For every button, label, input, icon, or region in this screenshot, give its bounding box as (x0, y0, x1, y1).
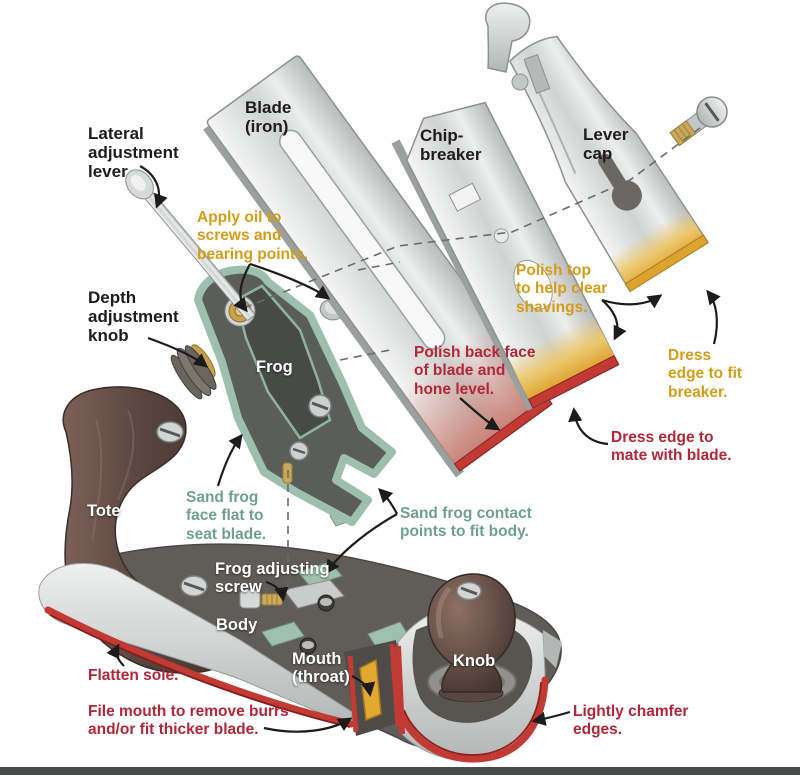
label-frog: Frog (256, 358, 293, 376)
frog-screw-icon (282, 394, 332, 484)
frog-adjusting-screw-illustration (239, 579, 345, 655)
lever-cap-screw-icon (669, 96, 728, 147)
annotation-sand-frog-face: Sand frog face flat to seat blade. (186, 489, 267, 543)
annotation-polish-back: Polish back face of blade and hone level… (414, 344, 536, 398)
annotation-file-mouth: File mouth to remove burrs and/or fit th… (88, 703, 289, 739)
label-lateral-lever: Lateral adjustment lever (88, 124, 179, 182)
annotation-flatten-sole: Flatten sole. (88, 667, 179, 684)
label-blade: Blade (iron) (245, 98, 292, 137)
label-chipbreaker: Chip- breaker (420, 126, 482, 165)
label-knob: Knob (453, 652, 496, 670)
arrow-depth-knob (147, 336, 209, 368)
label-body: Body (216, 616, 258, 634)
arrow-apply-oil-2 (249, 262, 331, 300)
annotation-sand-frog-contact: Sand frog contact points to fit body. (400, 505, 532, 541)
alignment-dashed-lines (243, 127, 701, 598)
annotation-dress-edge-breaker: Dress edge to fit breaker. (668, 347, 743, 401)
arrow-dress-blade (568, 407, 609, 446)
arrow-polish-back (459, 397, 501, 431)
bottom-border-bar (0, 767, 800, 775)
annotation-chamfer-edges: Lightly chamfer edges. (573, 703, 689, 739)
arrow-lateral-lever (139, 165, 168, 209)
arrow-sand-contact-2 (325, 513, 398, 575)
arrow-polish-top-2 (601, 299, 627, 341)
label-lever-cap: Lever cap (583, 125, 629, 164)
tote-screw-icon (156, 421, 184, 443)
annotation-arrows (106, 165, 721, 733)
arrow-flatten-sole (106, 643, 125, 667)
knob-illustration (427, 573, 516, 703)
arrow-sand-face (216, 433, 243, 487)
lever-cap-illustration (485, 2, 709, 293)
arrow-apply-oil-1 (233, 263, 251, 313)
arrow-frog-screw (265, 580, 289, 602)
chipbreaker-illustration (391, 101, 620, 411)
annotation-dress-edge-blade: Dress edge to mate with blade. (611, 429, 732, 465)
tote-base-screw-icon (180, 575, 208, 597)
label-depth-knob: Depth adjustment knob (88, 288, 179, 346)
arrow-dress-breaker (706, 289, 721, 345)
arrow-chamfer (531, 710, 571, 726)
label-mouth: Mouth (throat) (292, 650, 350, 687)
annotation-apply-oil: Apply oil to screws and bearing points. (197, 209, 309, 263)
arrow-file-mouth (263, 717, 353, 733)
sole-illustration (38, 562, 355, 728)
knob-screw-icon (456, 581, 482, 601)
arrow-sand-contact-1 (377, 487, 398, 515)
label-tote: Tote (87, 502, 121, 520)
lateral-lever-illustration (125, 169, 255, 321)
arrow-mouth (351, 675, 376, 697)
blade-illustration (203, 55, 553, 478)
label-frog-adjusting-screw: Frog adjusting screw (215, 560, 330, 597)
lever-cap-cam-icon (485, 2, 551, 94)
arrow-polish-top-1 (601, 294, 663, 309)
mouth-illustration (344, 640, 402, 736)
annotation-polish-top: Polish top to help clear shavings. (516, 262, 608, 316)
